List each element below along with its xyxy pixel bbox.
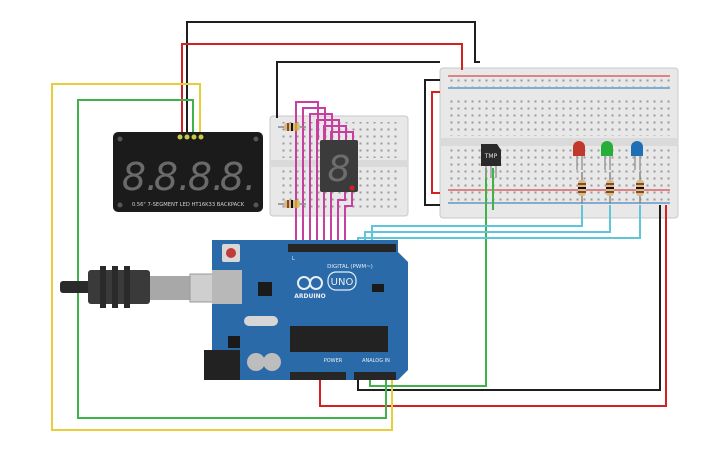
breadboard-large[interactable] xyxy=(439,67,679,219)
wires[interactable] xyxy=(51,21,667,431)
led-green[interactable] xyxy=(601,141,613,170)
analog-label: ANALOG IN xyxy=(362,358,390,364)
digit-1: 8. xyxy=(122,155,158,199)
usb-cable[interactable] xyxy=(60,266,221,308)
led-blue[interactable] xyxy=(631,141,643,170)
resistor-display-top[interactable] xyxy=(278,123,306,131)
digital-label: DIGITAL (PWM~) xyxy=(327,264,373,270)
power-header xyxy=(290,372,346,380)
usb-port xyxy=(212,270,242,304)
resistor-display-bottom[interactable] xyxy=(278,200,306,208)
usb-chip xyxy=(258,282,272,296)
power-label: POWER xyxy=(324,358,343,364)
capacitor-1 xyxy=(247,353,265,371)
display-header-pins xyxy=(177,134,204,140)
decimal-point-led xyxy=(349,185,355,191)
arduino-uno-board[interactable]: DIGITAL (PWM~) ARDUINO UNO L TX RX POWER… xyxy=(204,240,408,380)
resistor-led-red[interactable] xyxy=(578,172,586,204)
power-jack xyxy=(204,350,240,380)
analog-header xyxy=(354,372,396,380)
crystal xyxy=(244,316,278,326)
digital-header xyxy=(288,244,396,252)
digit-2: 8. xyxy=(154,155,190,199)
capacitor-2 xyxy=(263,353,281,371)
resistor-led-green[interactable] xyxy=(606,172,614,204)
digit-4: 8. xyxy=(220,155,256,199)
single-digit-glyph: 8 xyxy=(328,149,351,190)
led-l-label: L xyxy=(292,256,295,262)
backpack-label: 0.56" 7-SEGMENT LED HT16K33 BACKPACK xyxy=(132,202,245,208)
uno-label: UNO xyxy=(331,277,354,288)
resistor-led-blue[interactable] xyxy=(636,172,644,204)
led-red[interactable] xyxy=(573,141,585,170)
tmp-label: TMP xyxy=(484,153,498,160)
atmega-chip xyxy=(290,326,388,352)
temperature-sensor[interactable]: TMP xyxy=(481,144,501,178)
single-digit-display[interactable]: 8 xyxy=(320,140,358,192)
four-digit-display[interactable]: 8. 8. 8. 8. 0.56" 7-SEGMENT LED HT16K33 … xyxy=(113,132,263,212)
arduino-brand: ARDUINO xyxy=(294,293,325,300)
digit-3: 8. xyxy=(188,155,224,199)
